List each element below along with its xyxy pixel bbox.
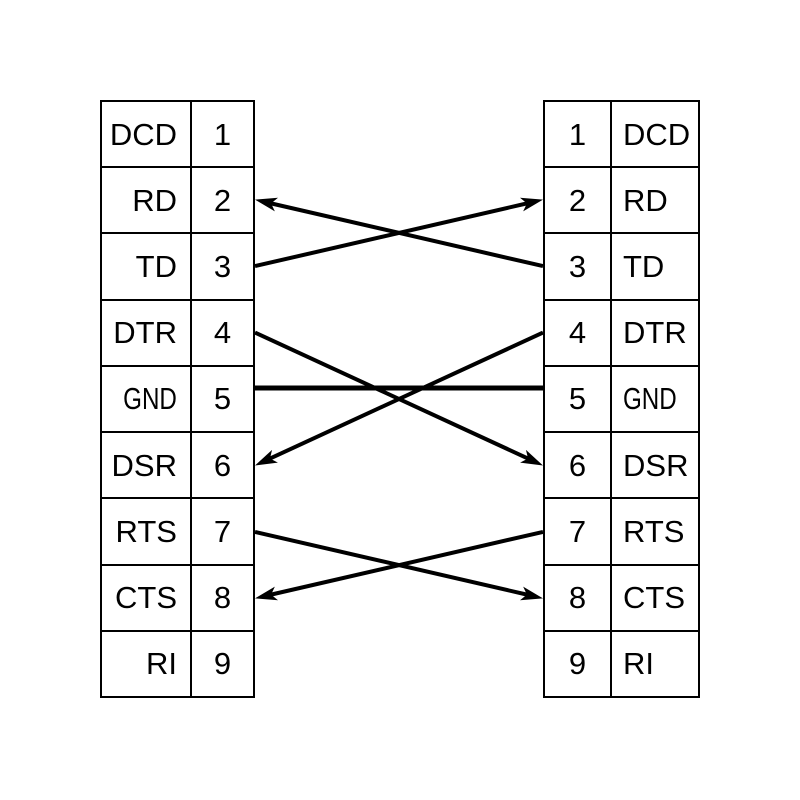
pin-number: 5 (213, 381, 232, 417)
pin-label: RD (623, 182, 668, 218)
pin-label: GND (623, 381, 677, 417)
left-pin-number-cell: 9 (192, 632, 253, 696)
pin-number: 9 (568, 646, 587, 682)
right-pin-label-cell: RD (612, 168, 698, 232)
right-pin-row: 5 GND (545, 366, 698, 434)
pin-number: 5 (568, 381, 587, 417)
pin-label: DTR (623, 315, 687, 351)
pin-label: RI (146, 646, 177, 682)
left-pin-number-cell: 6 (192, 433, 253, 497)
left-pin-label-cell: DSR (102, 433, 192, 498)
left-pin-number-cell: 7 (192, 499, 253, 563)
right-pin-label-cell: DSR (612, 433, 698, 497)
left-pin-number-cell: 4 (192, 301, 253, 365)
right-pin-number-cell: 2 (545, 168, 612, 233)
pin-number: 2 (213, 182, 232, 218)
connection-line (254, 529, 544, 601)
left-pin-number-cell: 3 (192, 234, 253, 298)
right-pin-label-cell: DTR (612, 301, 698, 365)
left-pin-row: TD 3 (102, 234, 253, 301)
pin-number: 9 (213, 646, 232, 682)
left-pin-number-cell: 5 (192, 367, 253, 431)
pin-label: DCD (109, 116, 177, 152)
right-pin-row: 2 RD (545, 168, 698, 235)
right-pin-number-cell: 3 (545, 234, 612, 299)
pin-label: CTS (115, 580, 177, 616)
left-pin-label-cell: DCD (102, 102, 192, 167)
left-pin-number-cell: 1 (192, 102, 253, 166)
left-pin-label-cell: GND (102, 366, 192, 432)
connection-line (254, 330, 544, 466)
pin-number: 8 (213, 580, 232, 616)
right-pin-row: 3 TD (545, 234, 698, 301)
pin-label: TD (135, 249, 177, 285)
left-pin-label-cell: RI (102, 631, 192, 696)
pin-number: 7 (213, 513, 232, 549)
left-connector-table: DCD 1 RD 2 TD 3 DTR 4 GND 5 DSR 6 RTS 7 … (100, 100, 255, 698)
right-pin-number-cell: 7 (545, 499, 612, 564)
left-pin-label-cell: CTS (102, 565, 192, 630)
pin-number: 1 (213, 116, 232, 152)
left-pin-row: DCD 1 (102, 102, 253, 169)
connection-line (254, 330, 544, 466)
right-pin-row: 7 RTS (545, 499, 698, 566)
right-pin-row: 8 CTS (545, 565, 698, 632)
right-connector-table: 1 DCD 2 RD 3 TD 4 DTR 5 GND 6 DSR 7 RTS … (543, 100, 700, 698)
right-pin-number-cell: 8 (545, 565, 612, 630)
left-pin-label-cell: DTR (102, 300, 192, 365)
pin-label: DTR (113, 315, 177, 351)
right-pin-row: 9 RI (545, 631, 698, 696)
pin-label: GND (123, 381, 177, 417)
right-pin-row: 4 DTR (545, 300, 698, 367)
right-pin-number-cell: 9 (545, 631, 612, 696)
pin-number: 8 (568, 580, 587, 616)
left-pin-row: CTS 8 (102, 565, 253, 632)
right-pin-label-cell: RTS (612, 499, 698, 563)
left-pin-label-cell: TD (102, 234, 192, 299)
pin-number: 4 (213, 315, 232, 351)
pin-label: RTS (623, 513, 685, 549)
connection-line (254, 529, 543, 601)
left-pin-number-cell: 2 (192, 168, 253, 232)
right-pin-row: 1 DCD (545, 102, 698, 169)
left-pin-row: GND 5 (102, 366, 253, 434)
pin-label: TD (623, 249, 665, 285)
pin-label: CTS (623, 580, 685, 616)
right-pin-label-cell: DCD (612, 102, 698, 166)
right-pin-row: 6 DSR (545, 433, 698, 500)
pin-label: DSR (623, 447, 689, 483)
pin-number: 6 (568, 447, 587, 483)
pin-number: 7 (568, 513, 587, 549)
pin-number: 3 (213, 249, 232, 285)
connection-line (254, 197, 544, 269)
pin-number: 4 (568, 315, 587, 351)
left-pin-number-cell: 8 (192, 566, 253, 630)
pin-label: RD (132, 182, 177, 218)
right-pin-label-cell: CTS (612, 566, 698, 630)
pin-label: RTS (115, 513, 177, 549)
right-pin-label-cell: TD (612, 234, 698, 298)
left-pin-row: DTR 4 (102, 300, 253, 367)
pin-number: 2 (568, 182, 587, 218)
pin-label: DCD (623, 116, 691, 152)
pin-number: 1 (568, 116, 587, 152)
right-pin-number-cell: 4 (545, 300, 612, 365)
pin-label: RI (623, 646, 654, 682)
left-pin-row: DSR 6 (102, 433, 253, 500)
right-pin-number-cell: 1 (545, 102, 612, 167)
right-pin-number-cell: 6 (545, 433, 612, 498)
left-pin-label-cell: RD (102, 168, 192, 233)
left-pin-row: RTS 7 (102, 499, 253, 566)
pin-number: 3 (568, 249, 587, 285)
connection-line (254, 197, 543, 269)
left-pin-label-cell: RTS (102, 499, 192, 564)
right-pin-label-cell: GND (612, 367, 698, 431)
left-pin-row: RD 2 (102, 168, 253, 235)
right-pin-number-cell: 5 (545, 366, 612, 432)
pin-label: DSR (111, 447, 177, 483)
right-pin-label-cell: RI (612, 632, 698, 696)
left-pin-row: RI 9 (102, 631, 253, 696)
pin-number: 6 (213, 447, 232, 483)
